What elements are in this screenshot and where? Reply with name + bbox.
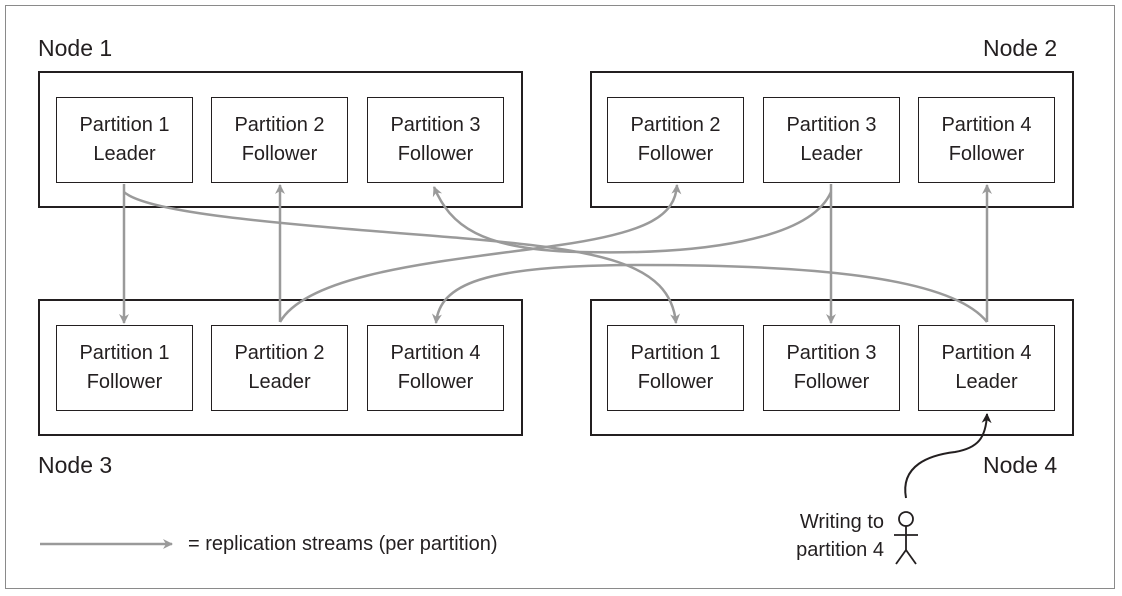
node-2-partition-4: Partition 4 Follower	[918, 97, 1055, 183]
partition-name: Partition 2	[630, 114, 721, 136]
node-2-partition-2: Partition 2 Follower	[607, 97, 744, 183]
partition-name: Partition 1	[630, 342, 721, 364]
partition-name: Partition 2	[234, 342, 325, 364]
partition-name: Partition 4	[941, 114, 1032, 136]
partition-name: Partition 3	[390, 114, 481, 136]
node-1-partition-3: Partition 3 Follower	[367, 97, 504, 183]
partition-name: Partition 1	[79, 342, 170, 364]
node-4-partition-4: Partition 4 Leader	[918, 325, 1055, 411]
node-4-partition-3: Partition 3 Follower	[763, 325, 900, 411]
writer-label: Writing to partition 4	[760, 508, 884, 564]
stream-p4-to-node3	[431, 263, 988, 324]
node-4-label: Node 4	[983, 452, 1058, 478]
partition-role: Leader	[800, 143, 863, 165]
partition-role: Follower	[241, 143, 318, 165]
partition-role: Follower	[397, 371, 474, 393]
partition-name: Partition 4	[390, 342, 481, 364]
partition-role: Leader	[93, 143, 156, 165]
node-3-partition-2: Partition 2 Leader	[211, 325, 348, 411]
partition-role: Leader	[955, 371, 1018, 393]
node-1-label: Node 1	[38, 35, 113, 61]
writer-line-1: Writing to	[799, 511, 884, 533]
partition-role: Follower	[948, 143, 1025, 165]
partition-name: Partition 3	[786, 114, 877, 136]
partition-role: Follower	[793, 371, 870, 393]
partition-role: Follower	[86, 371, 163, 393]
partition-role: Leader	[248, 371, 311, 393]
node-2-partition-3: Partition 3 Leader	[763, 97, 900, 183]
diagram-frame	[5, 5, 1115, 589]
partition-name: Partition 1	[79, 114, 170, 136]
node-3-partition-4: Partition 4 Follower	[367, 325, 504, 411]
write-arrow	[904, 413, 992, 499]
node-3-partition-1: Partition 1 Follower	[56, 325, 193, 411]
partition-role: Follower	[637, 143, 714, 165]
node-3-label: Node 3	[38, 452, 113, 478]
person-icon	[894, 511, 918, 565]
writer-line-2: partition 4	[796, 539, 884, 561]
stream-p3-to-node1	[432, 186, 833, 254]
partition-name: Partition 2	[234, 114, 325, 136]
node-4-partition-1: Partition 1 Follower	[607, 325, 744, 411]
node-1-partition-2: Partition 2 Follower	[211, 97, 348, 183]
stream-p1-to-node4	[123, 191, 681, 324]
partition-role: Follower	[397, 143, 474, 165]
node-2-label: Node 2	[983, 35, 1058, 61]
partition-name: Partition 4	[941, 342, 1032, 364]
node-1-partition-1: Partition 1 Leader	[56, 97, 193, 183]
legend-label: = replication streams (per partition)	[188, 533, 498, 555]
partition-role: Follower	[637, 371, 714, 393]
partition-name: Partition 3	[786, 342, 877, 364]
